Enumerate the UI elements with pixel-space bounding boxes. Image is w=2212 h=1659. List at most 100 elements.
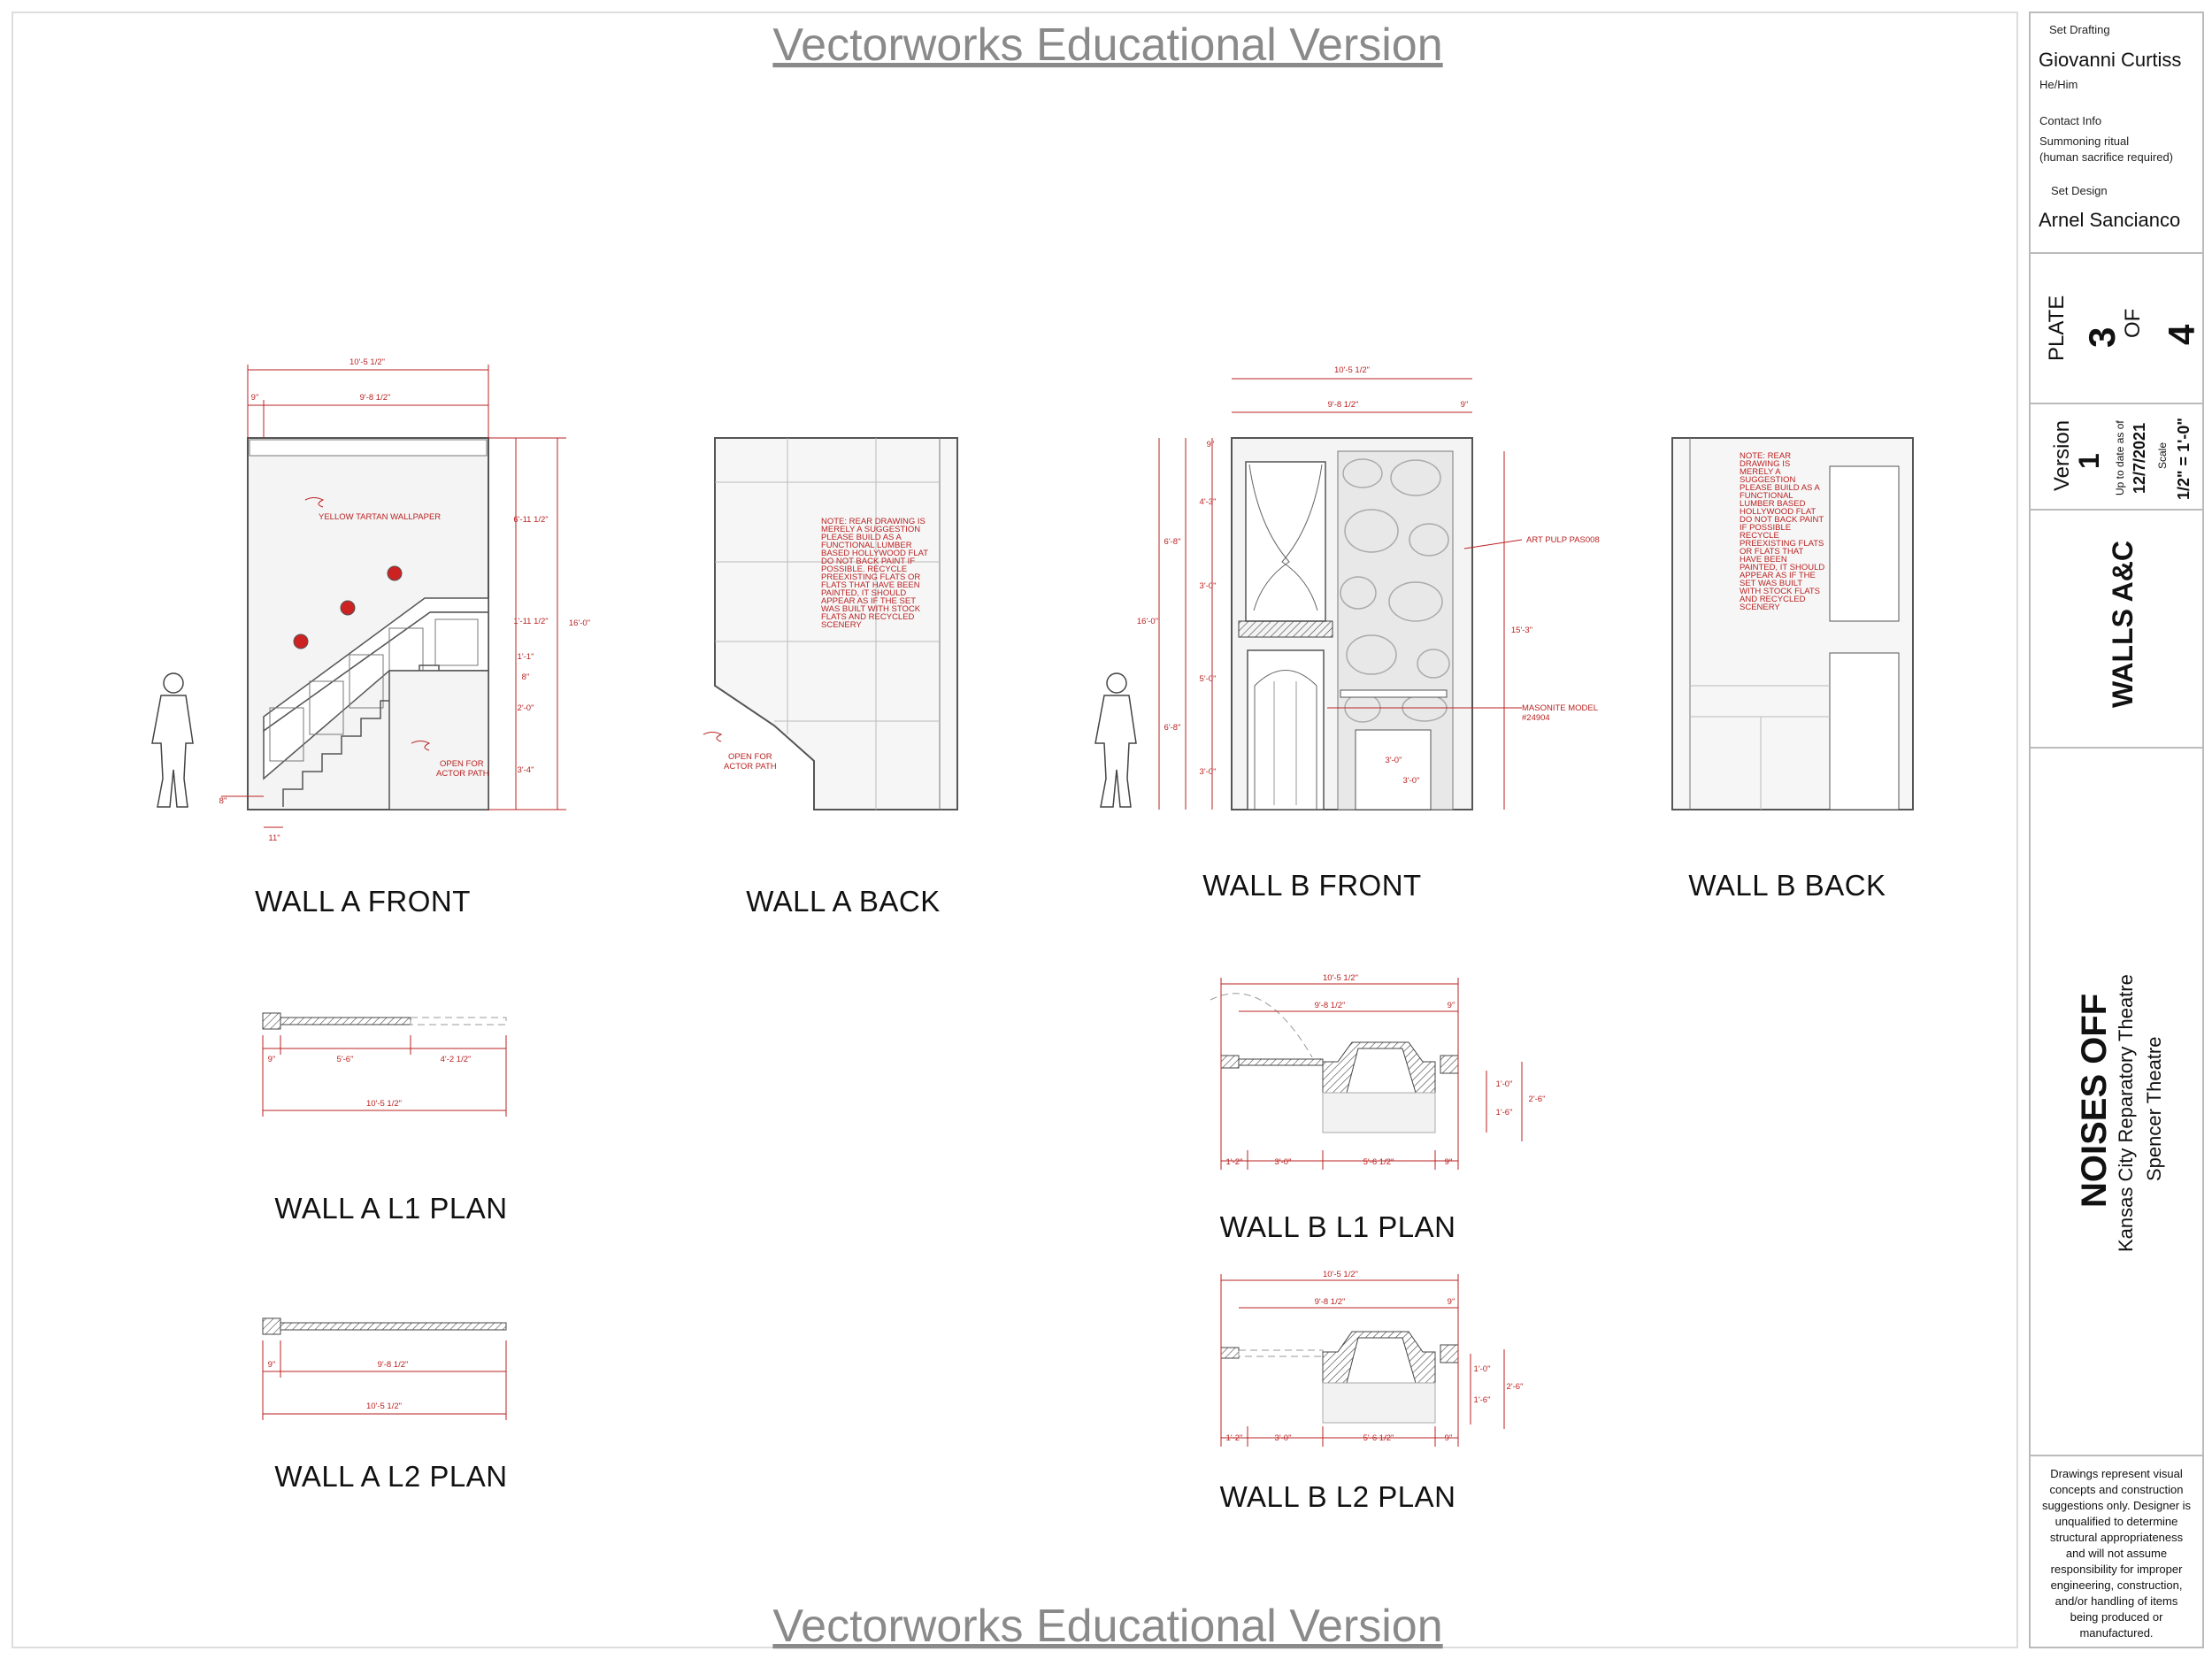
svg-text:OF: OF: [2121, 309, 2145, 338]
svg-text:and/or handling of items: and/or handling of items: [2055, 1594, 2178, 1608]
note-text: YELLOW TARTAN WALLPAPER: [319, 512, 441, 522]
svg-text:WITH STOCK FLATS: WITH STOCK FLATS: [1740, 587, 1820, 596]
view-title-wall-b-back: WALL B BACK: [1688, 869, 1886, 902]
dim-text: 9": [1448, 1297, 1455, 1307]
set-drafting-label: Set Drafting: [2049, 23, 2110, 36]
svg-text:HAVE BEEN: HAVE BEEN: [1740, 555, 1787, 565]
svg-text:FUNCTIONAL: FUNCTIONAL: [1740, 491, 1793, 501]
svg-text:DO NOT BACK PAINT: DO NOT BACK PAINT: [1740, 515, 1824, 525]
note-text: #24904: [1522, 713, 1550, 723]
dim-text: 9": [268, 1360, 276, 1370]
svg-text:DRAWING IS: DRAWING IS: [1740, 459, 1790, 469]
svg-text:APPEAR AS IF THE: APPEAR AS IF THE: [1740, 571, 1816, 580]
plate-number: PLATE 3 OF 4: [2045, 296, 2202, 361]
svg-text:engineering, construction,: engineering, construction,: [2051, 1578, 2183, 1592]
dim-text: 15'-3": [1511, 626, 1532, 635]
rear-note-b: NOTE: REAR DRAWING IS MERELY A SUGGESTIO…: [1740, 451, 1824, 612]
svg-text:FLATS THAT HAVE BEEN: FLATS THAT HAVE BEEN: [821, 580, 920, 590]
svg-text:PREEXISTING FLATS OR: PREEXISTING FLATS OR: [821, 572, 920, 582]
svg-text:HOLLYWOOD FLAT: HOLLYWOOD FLAT: [1740, 507, 1816, 517]
dim-text: 9'-8 1/2": [1315, 1297, 1346, 1307]
wall-ornament: [293, 634, 309, 649]
dim-text: 1'-11 1/2": [513, 617, 548, 626]
dim-text: 3'-0": [1200, 581, 1217, 591]
svg-text:LUMBER BASED: LUMBER BASED: [1740, 499, 1806, 509]
sheet-border: [12, 12, 2018, 1648]
svg-text:Up to date as of: Up to date as of: [2114, 420, 2126, 495]
sheet-title: WALLS A&C: [2107, 541, 2139, 708]
view-title-wall-a-l1: WALL A L1 PLAN: [274, 1192, 507, 1225]
door: [1247, 649, 1325, 810]
view-title-wall-b-l2: WALL B L2 PLAN: [1220, 1480, 1456, 1513]
dim-text: 9'-8 1/2": [378, 1360, 409, 1370]
svg-text:PLATE: PLATE: [2045, 296, 2069, 361]
dim-text: 3'-0": [1275, 1157, 1292, 1167]
fireplace: [1355, 729, 1432, 810]
svg-text:1/2" = 1'-0": 1/2" = 1'-0": [2175, 418, 2193, 500]
dim-text: 6'-8": [1164, 723, 1181, 733]
svg-text:POSSIBLE. RECYCLE: POSSIBLE. RECYCLE: [821, 565, 907, 574]
svg-text:RECYCLE: RECYCLE: [1740, 531, 1779, 541]
wall-b-back-drawing: NOTE: REAR DRAWING IS MERELY A SUGGESTIO…: [1671, 437, 1914, 810]
title-block: Set Drafting Giovanni Curtiss He/Him Con…: [2030, 23, 2203, 1640]
dim-text: 11": [268, 833, 280, 843]
svg-text:WAS BUILT WITH STOCK: WAS BUILT WITH STOCK: [821, 604, 921, 614]
dim-text: 10'-5 1/2": [1323, 973, 1358, 983]
wall-a-l2-plan: 9" 9'-8 1/2" 10'-5 1/2": [262, 1317, 507, 1420]
note-text: OPEN FOR: [440, 759, 484, 769]
svg-text:Scale: Scale: [2156, 442, 2169, 469]
svg-text:SUGGESTION: SUGGESTION: [1740, 475, 1795, 485]
dim-text: 3'-0": [1386, 756, 1402, 765]
svg-text:responsibility for improper: responsibility for improper: [2051, 1563, 2184, 1576]
dim-text: 9": [1207, 440, 1215, 449]
dim-text: 6'-8": [1164, 537, 1181, 547]
dim-text: 3'-4": [518, 765, 534, 775]
dim-text: 10'-5 1/2": [366, 1402, 402, 1411]
dim-text: 9": [1445, 1433, 1453, 1443]
view-title-wall-b-front: WALL B FRONT: [1202, 869, 1421, 902]
dim-text: 5'-0": [1200, 674, 1217, 684]
wall-b-l1-plan: 10'-5 1/2" 9'-8 1/2" 9" 1'-0" 2'-6" 1'-6…: [1210, 973, 1545, 1170]
human-scale-figure: [1094, 672, 1137, 808]
svg-text:unqualified to determine: unqualified to determine: [2055, 1515, 2178, 1528]
svg-text:manufactured.: manufactured.: [2079, 1626, 2153, 1640]
drafter-name: Giovanni Curtiss: [2039, 49, 2181, 71]
svg-text:structural appropriateness: structural appropriateness: [2050, 1531, 2184, 1544]
svg-text:PLEASE BUILD AS A: PLEASE BUILD AS A: [821, 533, 902, 542]
svg-text:PREEXISTING FLATS: PREEXISTING FLATS: [1740, 539, 1824, 549]
dim-text: 16'-0": [569, 618, 590, 628]
note-text: ART PULP PAS008: [1526, 535, 1600, 545]
svg-text:NOTE: REAR DRAWING IS: NOTE: REAR DRAWING IS: [821, 517, 926, 526]
svg-text:MERELY A: MERELY A: [1740, 467, 1781, 477]
window: [1245, 461, 1326, 622]
dim-text: 1'-2": [1226, 1157, 1243, 1167]
dim-text: 9'-8 1/2": [360, 393, 391, 403]
wall-a-l1-plan: 9" 5'-6" 4'-2 1/2" 10'-5 1/2": [262, 1012, 507, 1117]
svg-text:concepts and construction: concepts and construction: [2049, 1483, 2183, 1496]
dim-text: 1'-2": [1226, 1433, 1243, 1443]
svg-text:OR FLATS THAT: OR FLATS THAT: [1740, 547, 1804, 557]
show-title: NOISES OFF: [2075, 994, 2114, 1208]
note-text: ACTOR PATH: [436, 769, 489, 779]
contact-label: Contact Info: [2039, 114, 2101, 127]
drafter-pronouns: He/Him: [2039, 78, 2078, 91]
svg-text:being produced or: being produced or: [2070, 1610, 2163, 1624]
dim-text: 1'-6": [1496, 1108, 1513, 1118]
dim-text: 1'-6": [1474, 1395, 1491, 1405]
view-title-wall-b-l1: WALL B L1 PLAN: [1220, 1210, 1456, 1243]
svg-text:SET WAS BUILT: SET WAS BUILT: [1740, 579, 1802, 588]
svg-text:APPEAR AS IF THE SET: APPEAR AS IF THE SET: [821, 596, 916, 606]
dim-text: 3'-0": [1403, 776, 1420, 786]
dim-text: 8": [219, 796, 227, 806]
wall-b-front-drawing: 10'-5 1/2" 9'-8 1/2" 9" 9" 4'-3" 6'-8" 3…: [1094, 365, 1600, 810]
dim-text: 16'-0": [1137, 617, 1158, 626]
wall-ornament: [387, 565, 403, 581]
svg-text:12/7/2021: 12/7/2021: [2131, 423, 2148, 494]
dim-text: 9": [1461, 400, 1469, 410]
svg-text:PAINTED, IT SHOULD: PAINTED, IT SHOULD: [1740, 563, 1824, 572]
dim-text: 9'-8 1/2": [1315, 1001, 1346, 1010]
watermark-top: Vectorworks Educational Version: [772, 19, 1442, 71]
svg-text:NOTE: REAR: NOTE: REAR: [1740, 451, 1791, 461]
dim-text: 3'-0": [1275, 1433, 1292, 1443]
